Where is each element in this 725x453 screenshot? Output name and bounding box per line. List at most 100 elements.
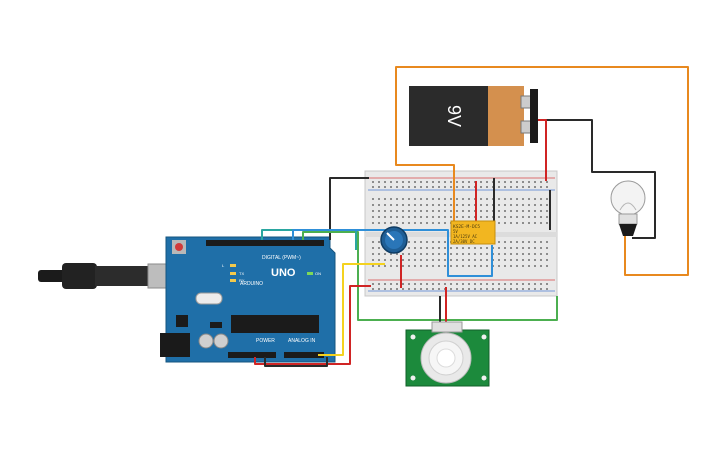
breadboard-hole — [390, 253, 392, 255]
breadboard-hole — [372, 186, 374, 188]
breadboard-hole — [522, 259, 524, 261]
breadboard-hole — [378, 210, 380, 212]
breadboard-hole — [420, 210, 422, 212]
breadboard-hole — [486, 283, 488, 285]
breadboard-hole — [444, 265, 446, 267]
breadboard-hole — [456, 186, 458, 188]
breadboard-hole — [540, 265, 542, 267]
breadboard-hole — [414, 210, 416, 212]
breadboard-hole — [432, 283, 434, 285]
breadboard-hole — [378, 181, 380, 183]
breadboard-hole — [522, 253, 524, 255]
breadboard-hole — [522, 283, 524, 285]
breadboard-hole — [468, 181, 470, 183]
potentiometer[interactable] — [380, 226, 408, 254]
breadboard-hole — [516, 186, 518, 188]
breadboard-hole — [480, 283, 482, 285]
breadboard-hole — [402, 222, 404, 224]
breadboard-hole — [486, 198, 488, 200]
wire-green — [302, 231, 558, 321]
breadboard-hole — [396, 210, 398, 212]
breadboard-hole — [486, 247, 488, 249]
breadboard-hole — [426, 283, 428, 285]
breadboard-hole — [462, 283, 464, 285]
breadboard-hole — [480, 198, 482, 200]
breadboard-hole — [528, 265, 530, 267]
breadboard-hole — [456, 265, 458, 267]
breadboard-hole — [450, 204, 452, 206]
breadboard-hole — [504, 210, 506, 212]
breadboard-hole — [450, 216, 452, 218]
breadboard-hole — [504, 259, 506, 261]
battery-label: 9V — [444, 105, 464, 127]
breadboard-hole — [522, 198, 524, 200]
pir-sensor[interactable] — [405, 321, 490, 387]
breadboard-hole — [510, 288, 512, 290]
breadboard-hole — [504, 216, 506, 218]
breadboard-hole — [396, 204, 398, 206]
breadboard-hole — [420, 181, 422, 183]
arduino-uno-board[interactable]: UNO ARDUINO DIGITAL (PWM~) POWER ANALOG … — [160, 236, 336, 363]
breadboard-hole — [456, 288, 458, 290]
breadboard-hole — [528, 259, 530, 261]
breadboard-hole — [450, 198, 452, 200]
breadboard-hole — [456, 204, 458, 206]
relay[interactable]: KS2E-M-DC5 5V 1A/125V AC 2A/30V DC — [450, 220, 496, 245]
breadboard-hole — [540, 222, 542, 224]
breadboard-hole — [426, 253, 428, 255]
breadboard-hole — [426, 222, 428, 224]
breadboard-hole — [504, 265, 506, 267]
breadboard-hole — [384, 198, 386, 200]
breadboard-hole — [540, 247, 542, 249]
breadboard-hole — [414, 265, 416, 267]
light-bulb[interactable] — [610, 180, 646, 236]
breadboard-hole — [402, 210, 404, 212]
breadboard-hole — [450, 283, 452, 285]
breadboard-hole — [540, 259, 542, 261]
battery-9v[interactable]: 9V — [409, 86, 538, 146]
breadboard-hole — [402, 198, 404, 200]
breadboard-hole — [462, 210, 464, 212]
breadboard-hole — [504, 186, 506, 188]
power-header — [228, 352, 276, 358]
pir-hole-4 — [481, 375, 487, 381]
breadboard-hole — [486, 259, 488, 261]
breadboard-hole — [528, 216, 530, 218]
breadboard-hole — [540, 288, 542, 290]
breadboard-hole — [534, 241, 536, 243]
breadboard-hole — [390, 259, 392, 261]
breadboard-hole — [396, 198, 398, 200]
breadboard-hole — [384, 210, 386, 212]
breadboard-hole — [414, 186, 416, 188]
breadboard-hole — [402, 283, 404, 285]
breadboard-hole — [444, 283, 446, 285]
breadboard-hole — [468, 253, 470, 255]
breadboard-hole — [444, 259, 446, 261]
breadboard-hole — [462, 186, 464, 188]
breadboard-hole — [384, 216, 386, 218]
breadboard-hole — [390, 186, 392, 188]
breadboard-hole — [522, 247, 524, 249]
breadboard-hole — [414, 198, 416, 200]
breadboard-hole — [510, 259, 512, 261]
breadboard-hole — [540, 198, 542, 200]
breadboard-hole — [438, 222, 440, 224]
breadboard-hole — [372, 241, 374, 243]
breadboard-hole — [378, 259, 380, 261]
led-rx — [230, 279, 236, 282]
breadboard-hole — [498, 222, 500, 224]
breadboard-hole — [486, 253, 488, 255]
breadboard-hole — [438, 198, 440, 200]
breadboard-hole — [480, 216, 482, 218]
breadboard-hole — [534, 288, 536, 290]
breadboard-hole — [462, 253, 464, 255]
breadboard-hole — [414, 181, 416, 183]
wire-orange — [395, 66, 689, 276]
breadboard-hole — [450, 210, 452, 212]
breadboard-hole — [372, 222, 374, 224]
wire-yellow — [318, 263, 385, 356]
breadboard-hole — [408, 283, 410, 285]
breadboard-hole — [426, 181, 428, 183]
breadboard-hole — [384, 222, 386, 224]
